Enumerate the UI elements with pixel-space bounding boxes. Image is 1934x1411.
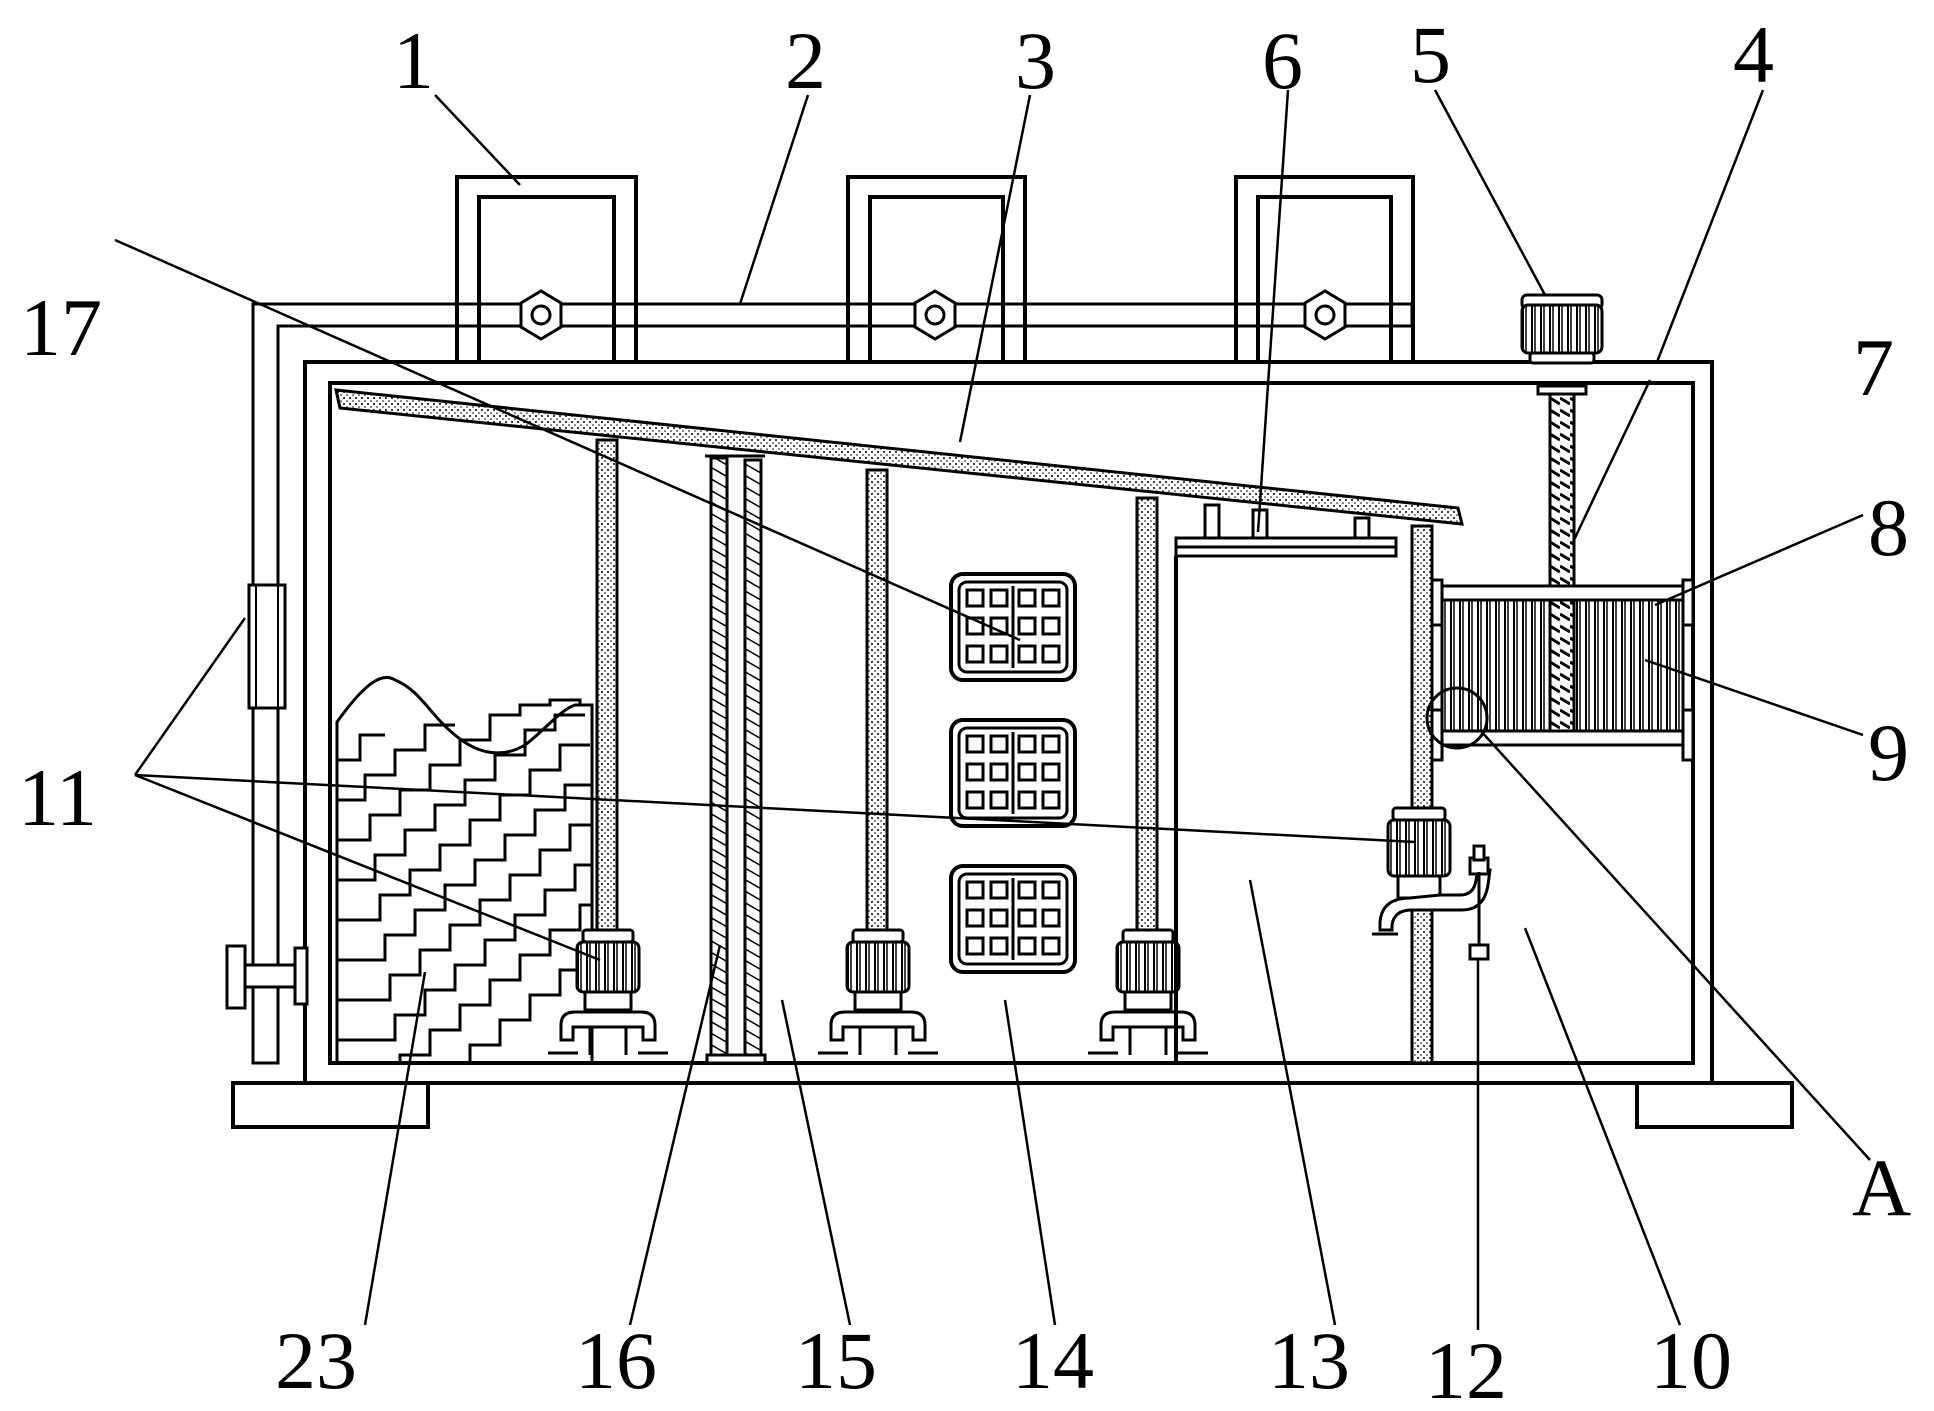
label-8: 8 [1868,482,1909,573]
reference-labels: 1 2 3 6 5 4 17 7 8 9 11 A 23 16 15 14 13… [18,9,1911,1411]
label-13: 13 [1268,1315,1350,1406]
left-pipe-flange [225,583,309,1010]
top-boxes [455,175,1415,362]
discharge-tap [1372,844,1492,961]
label-17: 17 [20,282,102,373]
label-16: 16 [575,1315,657,1406]
label-15: 15 [795,1315,877,1406]
aerator-motor-3 [1088,928,1208,1055]
label-14: 14 [1012,1315,1094,1406]
label-3: 3 [1015,15,1056,106]
label-23: 23 [275,1315,357,1406]
label-a: A [1852,1142,1911,1233]
spray-bar [1174,503,1398,1063]
lead-screw-inner [1548,598,1576,733]
label-6: 6 [1262,15,1303,106]
leader-lines [114,89,1871,1330]
inclined-plate [334,388,1464,526]
filter-blocks [949,572,1077,974]
label-7: 7 [1853,322,1894,413]
base-feet [231,1081,1794,1129]
aerator-motor-2 [818,928,938,1055]
label-4: 4 [1733,9,1774,100]
support-columns [595,438,1434,1065]
label-5: 5 [1410,9,1451,100]
hatched-partition [705,454,767,1065]
pipe-valves [519,289,1347,341]
detail-a-circle [1425,686,1489,750]
label-1: 1 [393,15,434,106]
pump-motor [1386,806,1452,900]
label-2: 2 [785,15,826,106]
lift-knob [1520,293,1604,365]
label-10: 10 [1650,1315,1732,1406]
lift-frame [1430,578,1695,762]
label-9: 9 [1868,707,1909,798]
lift-screw-cap [1536,384,1588,396]
aerator-motor-1 [548,928,668,1055]
label-12: 12 [1425,1325,1507,1411]
label-11: 11 [18,752,97,843]
